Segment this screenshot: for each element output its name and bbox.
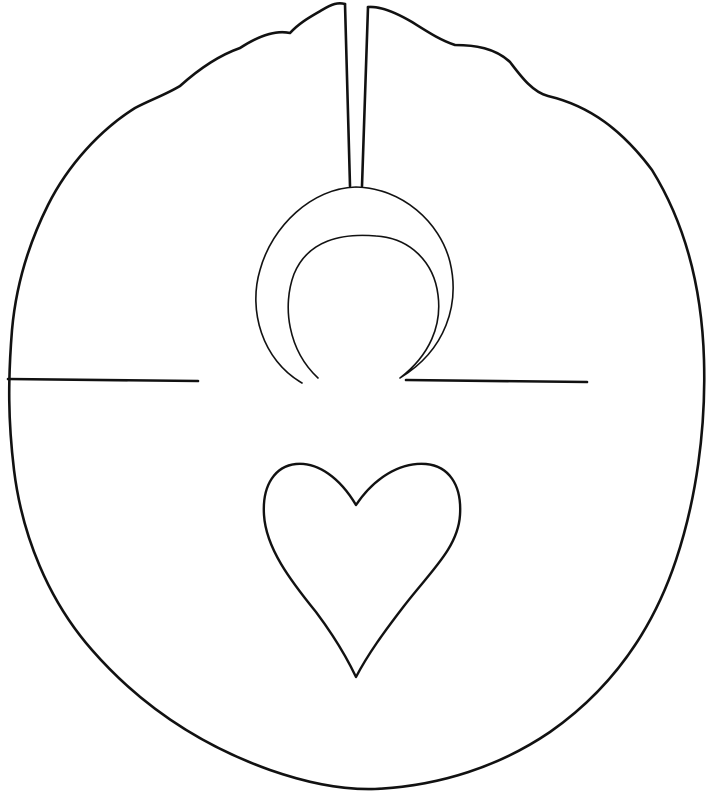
horizontal-line-right [406,380,587,382]
top-notch-slit [345,4,368,186]
horizontal-line-left [8,379,198,381]
heart [264,464,460,677]
outer-outline [9,3,704,789]
crescent-arc [256,187,453,383]
